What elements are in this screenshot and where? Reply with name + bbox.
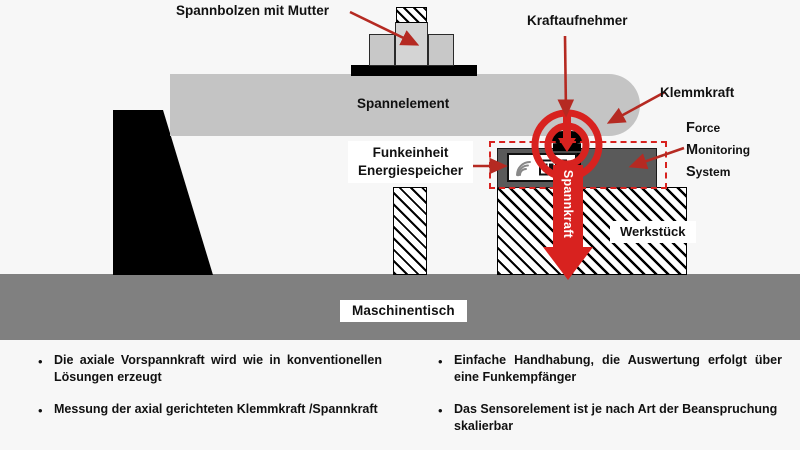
fms-cap-s: S bbox=[686, 163, 696, 180]
bullet-text: Einfache Handhabung, die Auswertung erfo… bbox=[454, 353, 782, 385]
bullet-marker: • bbox=[438, 354, 443, 369]
radio-unit-label: Funkeinheit Energiespeicher bbox=[348, 141, 474, 184]
clamping-force-label: Spannkraft bbox=[561, 169, 575, 239]
fms-line-system: System bbox=[686, 162, 750, 184]
bullet-text: Messung der axial gerichteten Klemmkraft… bbox=[54, 401, 378, 416]
bullet-text: Die axiale Vorspannkraft wird wie in kon… bbox=[54, 353, 382, 385]
bolt-with-nut-label: Spannbolzen mit Mutter bbox=[176, 3, 329, 18]
clamping-force-arrow-shaft bbox=[553, 165, 583, 250]
clamping-force-arrow: Spannkraft bbox=[543, 165, 593, 280]
fms-rest-force: orce bbox=[694, 121, 721, 135]
bullet-section: • Die axiale Vorspannkraft wird wie in k… bbox=[0, 340, 800, 450]
clamping-element-label: Spannelement bbox=[357, 96, 450, 111]
bolt-block-middle-shape bbox=[395, 22, 428, 66]
fms-line-force: Force bbox=[686, 118, 750, 140]
radio-unit-label-line1: Funkeinheit bbox=[372, 145, 449, 160]
list-item: • Das Sensorelement ist je nach Art der … bbox=[438, 401, 782, 436]
bolt-baseplate-shape bbox=[351, 65, 477, 76]
bolt-nut-shape bbox=[396, 7, 427, 23]
workpiece-label: Werkstück bbox=[610, 221, 696, 243]
bullet-marker: • bbox=[38, 354, 43, 369]
bolt-block-left-shape bbox=[369, 34, 395, 66]
bullet-text: Das Sensorelement ist je nach Art der Be… bbox=[454, 401, 778, 433]
bullet-column-right: • Einfache Handhabung, die Auswertung er… bbox=[400, 352, 800, 450]
radio-unit-label-line2: Energiespeicher bbox=[358, 162, 464, 178]
bullet-column-left: • Die axiale Vorspannkraft wird wie in k… bbox=[0, 352, 400, 450]
hatched-column-shape bbox=[393, 187, 427, 275]
clamping-force-callout-label: Klemmkraft bbox=[660, 85, 735, 100]
bolt-block-right-shape bbox=[428, 34, 454, 66]
fms-line-monitoring: Monitoring bbox=[686, 140, 750, 162]
list-item: • Messung der axial gerichteten Klemmkra… bbox=[38, 401, 382, 420]
force-transducer-label: Kraftaufnehmer bbox=[527, 13, 628, 28]
bullet-marker: • bbox=[38, 402, 43, 418]
list-item: • Die axiale Vorspannkraft wird wie in k… bbox=[38, 352, 382, 387]
fms-cap-f: F bbox=[686, 120, 695, 136]
force-monitoring-system-label: Force Monitoring System bbox=[686, 118, 750, 183]
machine-table-label: Maschinentisch bbox=[340, 300, 467, 322]
bullet-marker: • bbox=[438, 402, 443, 418]
technical-diagram: Spannelement bbox=[0, 3, 800, 340]
wifi-signal-icon bbox=[514, 159, 536, 177]
fms-rest-monitoring: onitoring bbox=[698, 142, 751, 157]
list-item: • Einfache Handhabung, die Auswertung er… bbox=[438, 352, 782, 387]
fms-rest-system: ystem bbox=[695, 164, 731, 179]
fms-cap-m: M bbox=[686, 141, 699, 158]
